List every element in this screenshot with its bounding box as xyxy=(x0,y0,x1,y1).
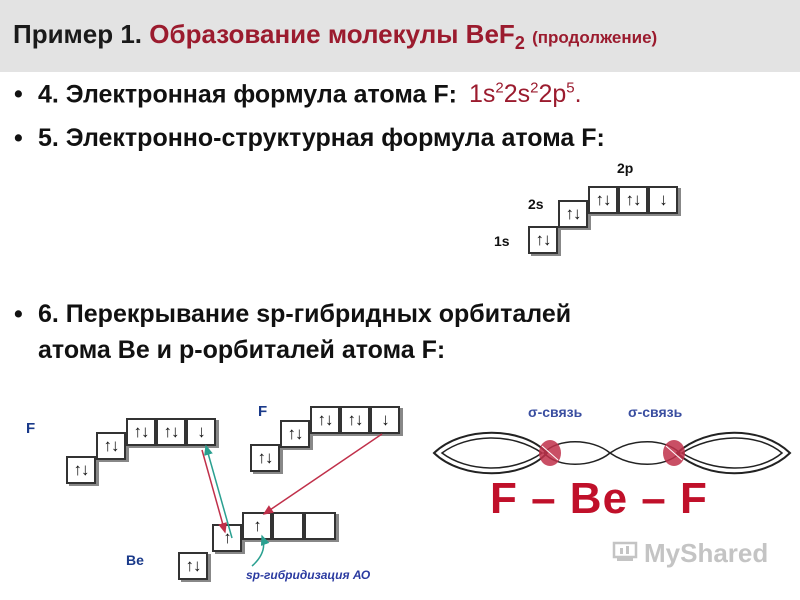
watermark: MyShared xyxy=(644,538,769,568)
bullet-item-6: •6. Перекрывание sp-гибридных орбиталей xyxy=(14,300,572,328)
orbital-overlap-figure xyxy=(432,431,792,475)
hybridization-caption: sp-гибридизация АО xyxy=(246,568,371,582)
f-left-1s-cell: ↑↓ xyxy=(66,456,96,484)
molecule-formula: F – Be – F xyxy=(490,474,708,523)
f-left-2s-cell: ↑↓ xyxy=(96,432,126,460)
label-1s: 1s xyxy=(494,233,510,249)
atom-label-be: Be xyxy=(126,552,144,568)
atom-label-f-left: F xyxy=(26,420,36,437)
f-left-2p-cell-3: ↓ xyxy=(186,418,216,446)
watermark-logo-icon xyxy=(612,541,638,561)
bullet-item-6-continued: атома Be и p-орбиталей атома F: xyxy=(38,336,445,365)
page-title: Пример 1. Образование молекулы BeF2 (про… xyxy=(13,19,657,54)
item-6-text: 6. Перекрывание sp-гибридных орбиталей xyxy=(38,300,572,328)
label-2s: 2s xyxy=(528,196,544,212)
f-right-2p-cell-2: ↑↓ xyxy=(340,406,370,434)
title-bar: Пример 1. Образование молекулы BeF2 (про… xyxy=(0,0,800,72)
be-empty-cell-1 xyxy=(272,512,304,540)
bullet-item-4: •4. Электронная формула атома F:1s22s22p… xyxy=(14,80,582,109)
arrow-be-to-f-left xyxy=(204,444,233,539)
arrow-f-left-to-be xyxy=(201,449,227,534)
f-left-2p-cell-2: ↑↓ xyxy=(156,418,186,446)
orbital-2p-cell-3: ↓ xyxy=(648,186,678,214)
label-2p: 2p xyxy=(617,160,634,176)
title-prefix: Пример 1. xyxy=(13,19,143,49)
orbital-2p-cell-1: ↑↓ xyxy=(588,186,618,214)
be-hybrid-cell-1: ↑ xyxy=(212,524,242,552)
item-6-text-line-2: атома Be и p-орбиталей атома F: xyxy=(38,336,446,364)
f-right-2p-cell-3: ↓ xyxy=(370,406,400,434)
item-4-text: 4. Электронная формула атома F: xyxy=(38,80,457,109)
f-right-2p-cell-1: ↑↓ xyxy=(310,406,340,434)
f-right-2s-cell: ↑↓ xyxy=(280,420,310,448)
be-empty-cell-2 xyxy=(304,512,336,540)
orbital-2p-cell-2: ↑↓ xyxy=(618,186,648,214)
title-note: (продолжение) xyxy=(532,28,658,47)
orbital-1s-cell: ↑↓ xyxy=(528,226,558,254)
be-1s-cell: ↑↓ xyxy=(178,552,208,580)
f-left-2p-cell-1: ↑↓ xyxy=(126,418,156,446)
atom-label-f-right: F xyxy=(258,403,268,420)
orbital-2s-cell: ↑↓ xyxy=(558,200,588,228)
bullet-item-5: •5. Электронно-структурная формула атома… xyxy=(14,124,605,152)
title-subscript: 2 xyxy=(514,33,525,54)
item-5-text: 5. Электронно-структурная формула атома … xyxy=(38,124,605,152)
sigma-bond-label-2: σ-связь xyxy=(628,404,683,420)
arrow-caption-to-be xyxy=(251,534,270,567)
arrow-f-right-to-be xyxy=(262,433,383,515)
title-main: Образование молекулы BeF xyxy=(149,19,515,49)
f-right-1s-cell: ↑↓ xyxy=(250,444,280,472)
sigma-bond-label-1: σ-связь xyxy=(528,404,583,420)
electron-formula: 1s22s22p5. xyxy=(468,80,582,109)
